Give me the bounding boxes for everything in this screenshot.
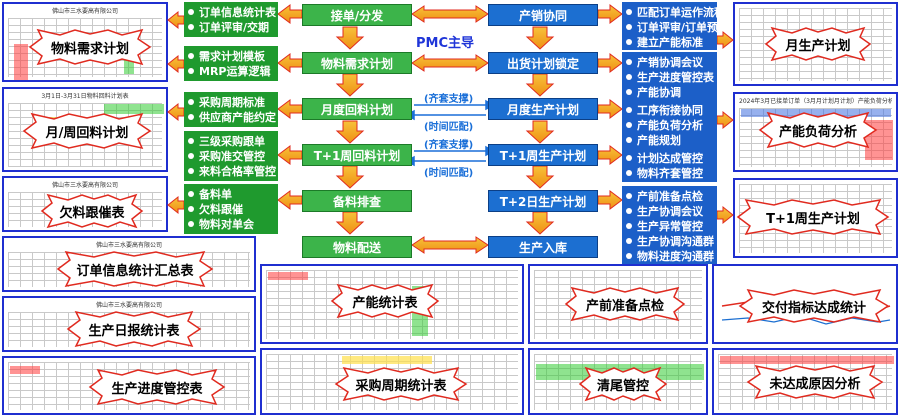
step-sales-coordination[interactable]: 产销协同 <box>488 4 598 26</box>
step-material-requirement[interactable]: 物料需求计划 <box>302 52 412 74</box>
label-unmet-reasons: 未达成原因分析 <box>746 364 884 400</box>
label-order-summary: 订单信息统计汇总表 <box>56 250 214 288</box>
sync-arrows <box>404 99 496 167</box>
label-daily-report: 生产日报统计表 <box>66 310 202 348</box>
step-monthly-return[interactable]: 月度回料计划 <box>302 98 412 120</box>
label-week-plan: T+1周生产计划 <box>736 198 890 236</box>
label-progress: 生产进度管控表 <box>88 368 226 406</box>
right-list-1: 匹配订单运作流程 订单评审/订单预测 建立产能标准 <box>622 2 729 50</box>
left-list-3: 采购周期标准 供应商产能约定 <box>184 92 278 127</box>
thumb-header: 2024年3月已接单订单（3月月计划月计划）产能负荷分析表 <box>739 98 892 105</box>
label-monthly-plan: 月生产计划 <box>764 26 872 62</box>
thumb-header: 佛山市三水要高有限公司 <box>51 8 118 15</box>
step-shipment-lock[interactable]: 出货计划锁定 <box>488 52 598 74</box>
step-monthly-production[interactable]: 月度生产计划 <box>488 98 598 120</box>
left-list-1: 订单信息统计表 订单评审/交期 <box>184 2 278 37</box>
sync-label: (齐套支撑) <box>424 94 474 105</box>
left-list-4: 三级采购跟单 采购准交管控 来料合格率管控 <box>184 131 278 181</box>
step-day-production[interactable]: T+2日生产计划 <box>488 190 598 212</box>
pmc-label: PMC主导 <box>416 36 475 51</box>
right-list-4: 计划达成管控 物料齐套管控 <box>622 148 717 182</box>
label-purchase-cycle: 采购周期统计表 <box>334 366 468 402</box>
right-list-2: 产销协调会议 生产进度管控表 产能协调 <box>622 52 717 100</box>
thumb-unmet-reasons <box>712 348 898 415</box>
sync-label: (齐套支撑) <box>424 140 474 151</box>
step-week-return[interactable]: T+1周回料计划 <box>302 144 412 166</box>
right-list-3: 工序衔接协同 产能负荷分析 产能规划 <box>622 100 717 148</box>
blue-down-arrows <box>525 26 555 235</box>
green-down-arrows <box>335 26 365 235</box>
step-week-production[interactable]: T+1周生产计划 <box>488 144 598 166</box>
thumb-header: 3月1日-3月31日物料回料计划表 <box>41 93 129 100</box>
thumb-header: 佛山市三水要高有限公司 <box>51 182 118 189</box>
right-list-5: 产前准备点检 生产协调会议 生产异常管控 生产协调沟通群 物料进度沟通群 <box>622 186 717 264</box>
label-tail-control: 清尾管控 <box>578 366 668 402</box>
left-list-5: 备料单 欠料跟催 物料对单会 <box>184 184 278 234</box>
step-production-stock-in[interactable]: 生产入库 <box>488 236 598 258</box>
left-list-2: 需求计划模板 MRP运算逻辑 <box>184 46 278 81</box>
thumb-header: 佛山市三水要高有限公司 <box>95 302 162 309</box>
thumb-capacity-stats <box>260 264 524 344</box>
step-material-delivery[interactable]: 物料配送 <box>302 236 412 258</box>
step-order-receive[interactable]: 接单/分发 <box>302 4 412 26</box>
thumb-header: 佛山市三水要高有限公司 <box>95 242 162 249</box>
label-capacity-stats: 产能统计表 <box>330 283 440 319</box>
label-capacity: 产能负荷分析 <box>758 111 878 149</box>
label-delivery: 交付指标达成统计 <box>738 288 890 324</box>
label-shortage: 欠料跟催表 <box>40 193 144 229</box>
step-prepare-check[interactable]: 备料排查 <box>302 190 412 212</box>
center-double-arrows <box>411 5 489 254</box>
thumb-arrows <box>167 10 734 225</box>
sync-label: (时间匹配) <box>424 122 474 133</box>
sync-label: (时间匹配) <box>424 168 474 179</box>
label-month-week-return: 月/周回料计划 <box>22 112 152 150</box>
label-pre-check: 产前准备点检 <box>564 286 686 322</box>
label-material-plan: 物料需求计划 <box>28 28 152 66</box>
